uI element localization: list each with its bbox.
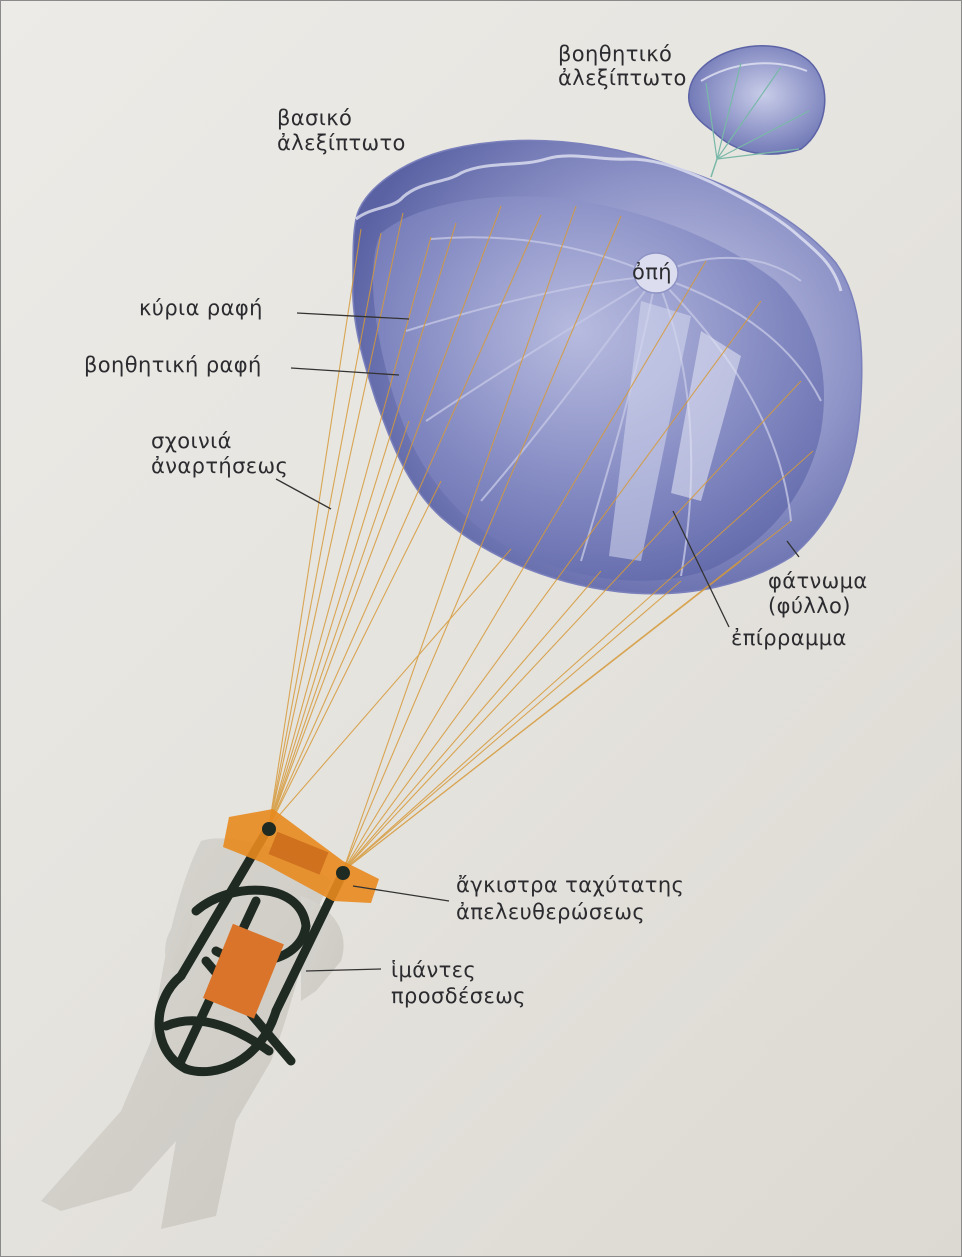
patch-label: ἐπίρραμμα (731, 625, 847, 651)
pilot-chute-label-line1: βοηθητικό (558, 41, 672, 67)
main-canopy-label-line1: βασικό (277, 105, 352, 131)
straps-label-line2: προσδέσεως (391, 983, 526, 1009)
gore-label-line2: (φύλλο) (768, 593, 851, 619)
main-seam-label: κύρια ραφή (139, 295, 263, 321)
secondary-seam-label: βοηθητική ραφή (84, 352, 262, 378)
pilot-chute (689, 46, 825, 177)
pilot-chute-label-line2: ἀλεξίπτωτο (558, 65, 687, 91)
hooks-label-line2: ἀπελευθερώσεως (456, 899, 645, 925)
gore-label-line1: φάτνωμα (768, 568, 868, 594)
vent-label: ὀπή (632, 259, 672, 285)
leader-suspension-lines (276, 479, 331, 509)
suspension-lines-label-line1: σχοινιά (151, 428, 232, 454)
straps-label-line1: ἱμάντες (391, 957, 476, 983)
suspension-lines-label-line2: ἀναρτήσεως (151, 453, 288, 479)
hooks-label-line1: ἄγκιστρα ταχύτατης (456, 872, 684, 898)
main-canopy-label-line2: ἀλεξίπτωτο (277, 130, 406, 156)
